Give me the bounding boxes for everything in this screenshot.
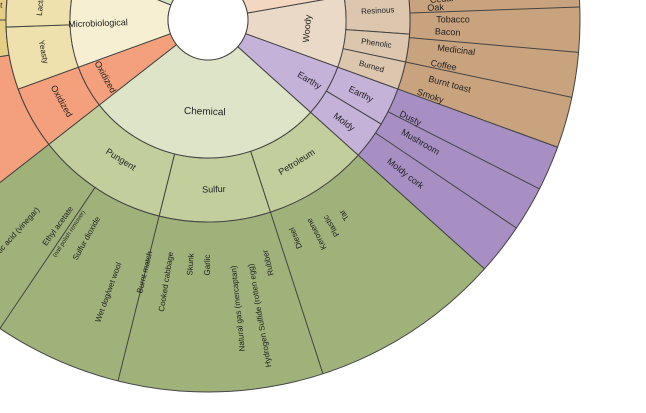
t3-cedar-label: Cedar (429, 0, 454, 5)
segment-divider (409, 37, 579, 53)
segment-divider (375, 132, 517, 229)
segment-divider (387, 111, 540, 190)
t2-lactic-label: Lactic (35, 0, 46, 16)
t3-skunk-label: Skunk (185, 252, 196, 276)
t2-sulfur-label: Sulfur (202, 184, 226, 195)
t1-woody-label: Woody (301, 14, 313, 43)
t1-microbiological-label: Microbiological (68, 17, 128, 29)
segment-divider (269, 211, 324, 374)
t3-kraut-label: kraut (0, 0, 4, 10)
t1-chemical-label: Chemical (184, 106, 226, 118)
t3-oak-label: Oak (427, 2, 445, 13)
segment-divider (117, 215, 160, 382)
t3-garlic-label: Garlic (203, 255, 212, 276)
segment-divider (409, 6, 580, 14)
t3-tobacco-label: Tobacco (436, 14, 470, 24)
segment-divider (0, 187, 96, 329)
t3-medicinal-label: Medicinal (437, 43, 476, 58)
t3-coffee-label: Coffee (430, 58, 458, 73)
wheel-center (167, 0, 249, 61)
segment-divider (405, 61, 572, 98)
resinous-mid-segment (343, 0, 411, 35)
t2-yeasty-label: Yeasty (37, 39, 50, 64)
t2-resinous-label: Resinous (361, 5, 395, 16)
top-band (242, 0, 325, 14)
t2-phenolic-label: Phenolic (361, 37, 393, 50)
t3-bacon-label: Bacon (435, 26, 461, 37)
